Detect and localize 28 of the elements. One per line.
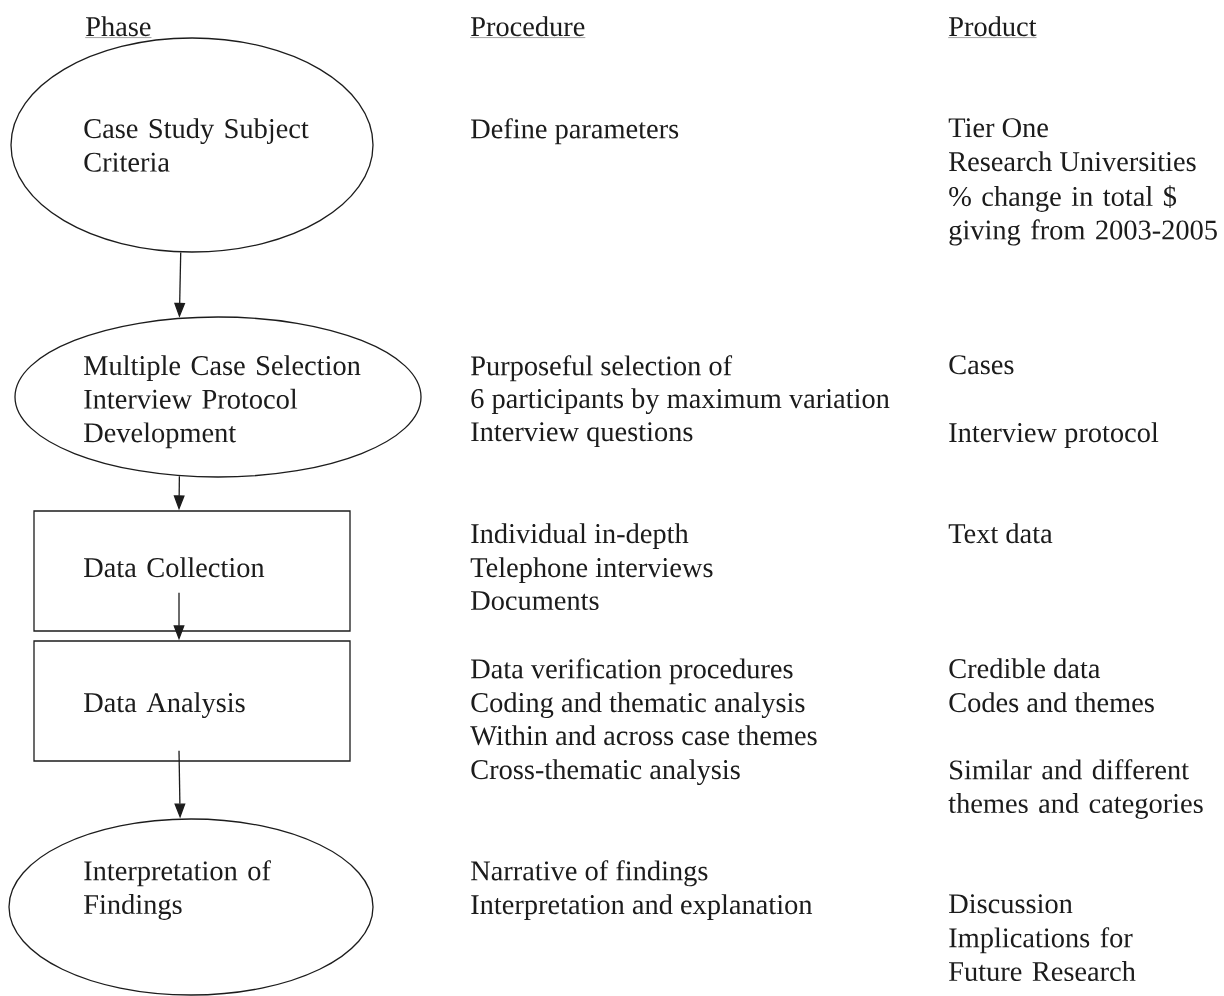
table-text: 6 participants by maximum variation — [471, 388, 890, 415]
table-text: Interview protocol — [949, 422, 1159, 448]
table-text: Narrative of findings — [471, 860, 708, 887]
table-text: Text data — [948, 523, 1053, 544]
table-text: Cases — [949, 355, 1014, 375]
table-text: Codes and themes — [949, 692, 1154, 713]
table-text: Within and across case themes — [470, 725, 817, 746]
phase-box: Data Analysis — [33, 640, 351, 762]
table-text: Discussion — [949, 894, 1073, 914]
table-text: Cross-thematic analysis — [471, 759, 740, 786]
table-text: Individual in-depth — [471, 523, 689, 549]
phase-box: Data Collection — [33, 510, 351, 632]
table-text: % change in total $ giving from 2003-2005 — [949, 185, 1217, 246]
column-heading: Procedure — [470, 16, 586, 38]
table-text: Tier One — [948, 118, 1048, 138]
table-text: Purposeful selection of — [471, 355, 733, 382]
table-text: Interpretation and explanation — [471, 894, 813, 920]
table-text: Implications for Future Research — [949, 927, 1136, 982]
table-text: Interview questions — [471, 422, 693, 448]
table-text: Documents — [471, 591, 599, 611]
table-text: Data verification procedures — [471, 658, 793, 685]
table-text: Coding and thematic analysis — [471, 692, 805, 719]
table-text: Credible data — [949, 658, 1101, 679]
table-text: Define parameters — [471, 118, 679, 145]
column-heading: Product — [948, 16, 1037, 38]
table-text: Similar and different themes and categories — [948, 759, 1203, 819]
table-text: Research Universities — [949, 151, 1196, 172]
table-text: Telephone interviews — [470, 557, 713, 583]
